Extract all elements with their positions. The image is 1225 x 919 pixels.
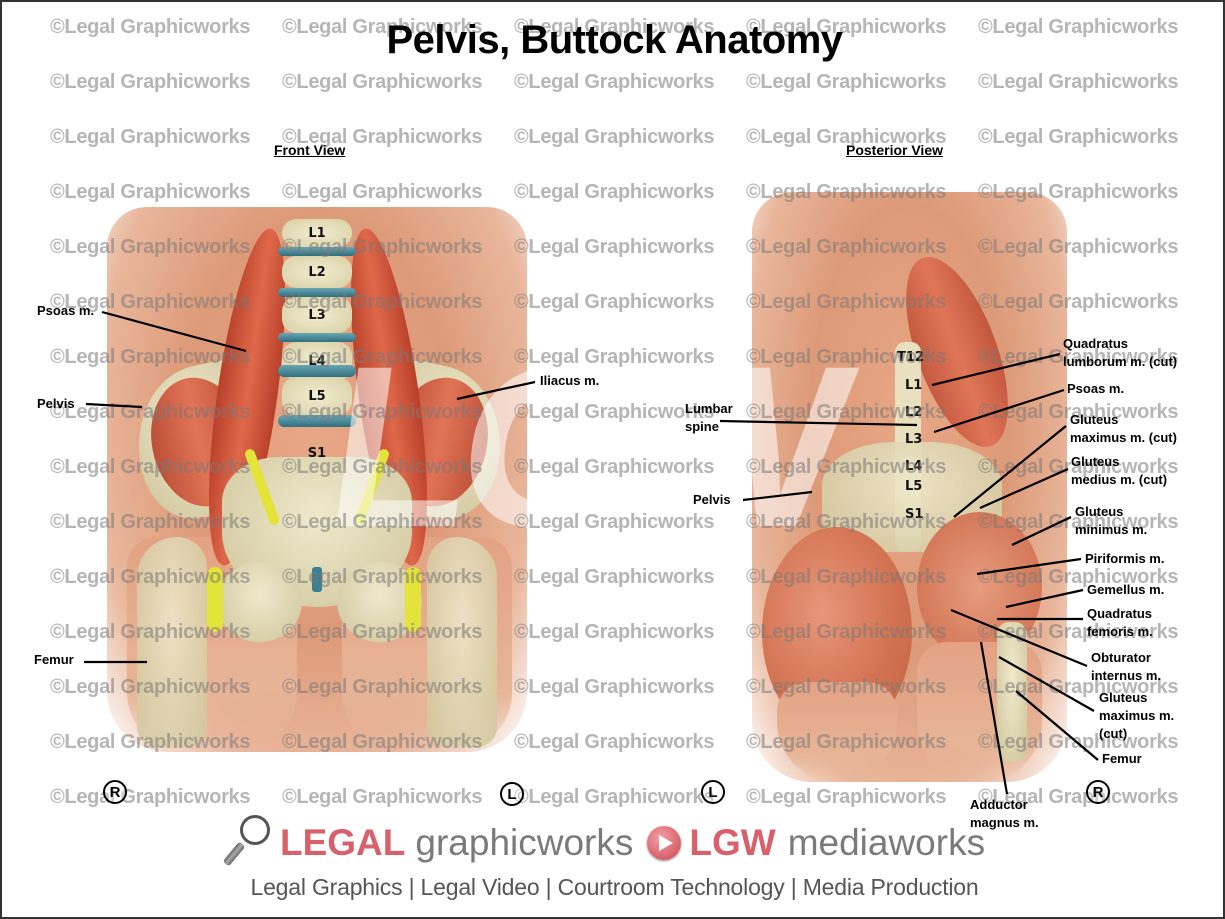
watermark-text: ©Legal Graphicworks <box>50 181 251 203</box>
vertebra-l2: L2 <box>905 405 923 420</box>
posterior-label-gluteus-maximus-cut-1: Gluteus maximus m. (cut) <box>1070 412 1177 445</box>
vertebra-s1: S1 <box>307 445 327 461</box>
disc <box>278 247 356 256</box>
left-femur-posterior <box>997 622 1027 762</box>
watermark-text: ©Legal Graphicworks <box>514 731 715 753</box>
vertebra-s1: S1 <box>905 507 924 522</box>
posterior-label-obturator-internus: Obturator internus m. <box>1091 650 1162 683</box>
watermark-text: ©Legal Graphicworks <box>514 71 715 93</box>
disc <box>278 365 356 377</box>
logo-legal-text: LEGAL <box>280 822 406 863</box>
posterior-label-lumbar-spine: Lumbar spine <box>685 401 733 434</box>
posterior-view-heading: Posterior View <box>846 142 944 158</box>
front-view-illustration: L1 L2 L3 L4 L5 S1 <box>97 207 537 762</box>
logo-lgw-text: LGW <box>689 822 776 863</box>
watermark-text: ©Legal Graphicworks <box>978 71 1179 93</box>
watermark-text: ©Legal Graphicworks <box>978 126 1179 148</box>
watermark-text: ©Legal Graphicworks <box>514 126 715 148</box>
front-label-psoas: Psoas m. <box>37 303 95 318</box>
disc <box>278 415 356 427</box>
vertebra-l5: L5 <box>905 479 923 494</box>
watermark-text: ©Legal Graphicworks <box>746 71 947 93</box>
vertebra-l1: L1 <box>282 219 352 247</box>
front-label-femur: Femur <box>34 652 74 667</box>
posterior-label-psoas: Psoas m. <box>1067 381 1125 396</box>
right-posterior-thigh <box>777 682 897 782</box>
posterior-label-gemellus: Gemellus m. <box>1087 582 1165 597</box>
posterior-label-adductor-magnus: Adductor magnus m. <box>970 797 1039 830</box>
side-marker-front-right: R <box>103 780 127 804</box>
logo-graphicworks-text: graphicworks <box>415 822 634 863</box>
watermark-text: ©Legal Graphicworks <box>514 181 715 203</box>
vertebra-l2: L2 <box>282 256 352 288</box>
posterior-label-gluteus-maximus-cut-2: Gluteus maximus m. (cut) <box>1099 690 1175 741</box>
watermark-text: ©Legal Graphicworks <box>514 236 715 258</box>
right-femoral-nerve <box>207 567 223 632</box>
posterior-label-quadratus-femoris: Quadratus femoris m. <box>1087 606 1153 639</box>
posterior-label-femur: Femur <box>1102 751 1142 766</box>
right-obturator-ring <box>217 562 302 642</box>
front-view-heading: Front View <box>274 142 346 158</box>
vertebra-l1: L1 <box>905 378 923 393</box>
watermark-text: ©Legal Graphicworks <box>746 786 947 808</box>
posterior-label-quadratus-lumborum: Quadratus lumborum m. (cut) <box>1063 336 1178 369</box>
vertebra-l4: L4 <box>905 459 923 474</box>
watermark-text: ©Legal Graphicworks <box>514 291 715 313</box>
page-title: Pelvis, Buttock Anatomy <box>386 18 843 62</box>
watermark-text: ©Legal Graphicworks <box>282 71 483 93</box>
left-femur <box>427 537 497 747</box>
lgw-watermark-mark: LGW <box>314 318 857 575</box>
disc <box>278 333 356 342</box>
watermark-text: ©Legal Graphicworks <box>50 126 251 148</box>
watermark-text: ©Legal Graphicworks <box>282 181 483 203</box>
vertebra-l3: L3 <box>905 432 923 447</box>
vertebra-t12: T12 <box>897 350 924 365</box>
posterior-label-pelvis: Pelvis <box>693 492 731 507</box>
posterior-label-gluteus-minimus: Gluteus minimus m. <box>1075 504 1148 537</box>
footer-logo: LEGAL graphicworks LGW mediaworks <box>222 815 986 868</box>
magnifying-glass-icon <box>222 813 274 873</box>
play-button-icon <box>647 826 682 860</box>
posterior-label-piriformis: Piriformis m. <box>1085 551 1165 566</box>
logo-mediaworks-text: mediaworks <box>787 822 986 863</box>
watermark-text: ©Legal Graphicworks <box>514 786 715 808</box>
watermark-text: ©Legal Graphicworks <box>50 71 251 93</box>
watermark-text: ©Legal Graphicworks <box>282 786 483 808</box>
side-marker-post-right: R <box>1086 780 1110 804</box>
watermark-text: ©Legal Graphicworks <box>514 621 715 643</box>
pubic-symphysis <box>312 567 322 592</box>
right-femur <box>137 537 207 747</box>
watermark-text: ©Legal Graphicworks <box>50 786 251 808</box>
side-marker-post-left: L <box>701 780 725 804</box>
vertebra-l3: L3 <box>282 297 352 333</box>
watermark-text: ©Legal Graphicworks <box>514 676 715 698</box>
front-label-pelvis: Pelvis <box>37 396 75 411</box>
posterior-label-gluteus-medius: Gluteus medius m. (cut) <box>1071 454 1168 487</box>
front-lumbar-spine: L1 L2 L3 L4 L5 S1 <box>278 219 356 479</box>
footer-tagline: Legal Graphics | Legal Video | Courtroom… <box>250 874 979 900</box>
front-label-iliacus: Iliacus m. <box>540 373 600 388</box>
vertebra-l5: L5 <box>282 377 352 415</box>
side-marker-front-left: L <box>500 782 524 806</box>
disc <box>278 288 356 297</box>
left-femoral-nerve <box>405 567 421 632</box>
